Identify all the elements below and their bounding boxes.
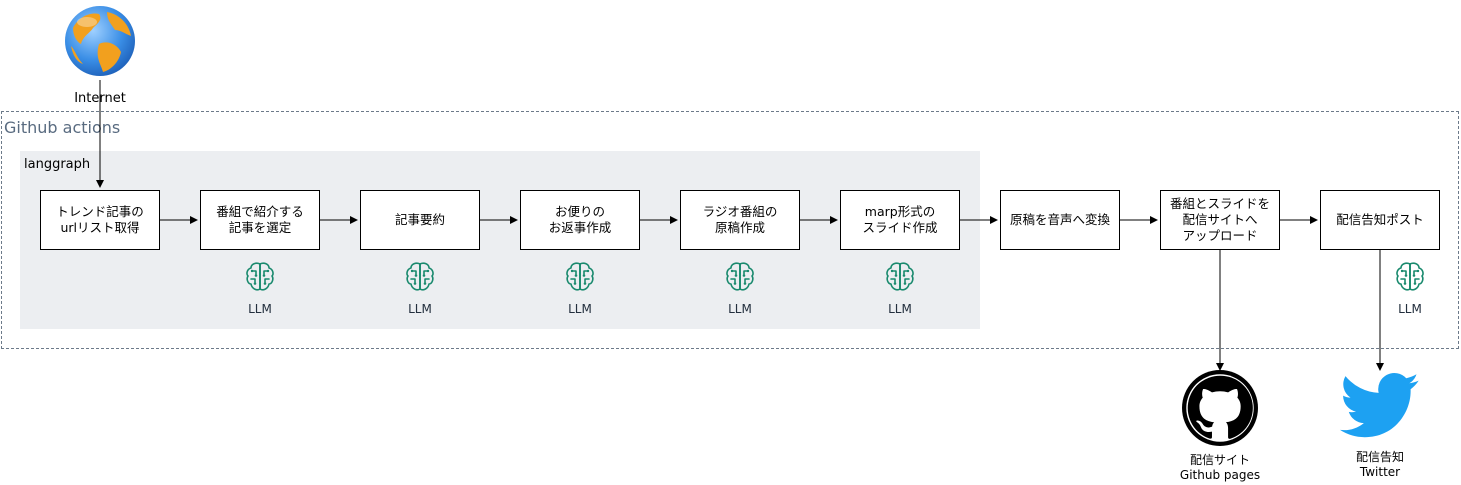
github-caption: 配信サイト Github pages bbox=[1160, 453, 1280, 483]
llm-label: LLM bbox=[248, 302, 272, 316]
github-caption-line2: Github pages bbox=[1179, 468, 1261, 482]
step-upload: 番組とスライドを 配信サイトへ アップロード bbox=[1160, 190, 1280, 250]
brain-chip-icon bbox=[726, 262, 754, 291]
github-actions-label: Github actions bbox=[4, 118, 121, 137]
github-actions-container bbox=[1, 111, 1459, 349]
step-announce-post: 配信告知ポスト bbox=[1320, 190, 1440, 250]
twitter-caption: 配信告知 Twitter bbox=[1320, 450, 1440, 480]
langgraph-container bbox=[20, 151, 980, 329]
step-radio-script: ラジオ番組の 原稿作成 bbox=[680, 190, 800, 250]
github-caption-line1: 配信サイト bbox=[1189, 453, 1250, 467]
step-trend-url-list: トレンド記事の urlリスト取得 bbox=[40, 190, 160, 250]
llm-label: LLM bbox=[728, 302, 752, 316]
internet-label: Internet bbox=[74, 91, 126, 106]
llm-label: LLM bbox=[1398, 302, 1422, 316]
twitter-icon bbox=[1340, 373, 1419, 438]
brain-chip-icon bbox=[1396, 262, 1424, 291]
llm-label: LLM bbox=[568, 302, 592, 316]
twitter-caption-line1: 配信告知 bbox=[1355, 450, 1404, 464]
step-select-articles: 番組で紹介する 記事を選定 bbox=[200, 190, 320, 250]
globe-icon bbox=[65, 6, 135, 76]
brain-chip-icon bbox=[246, 262, 274, 291]
step-summarize: 記事要約 bbox=[360, 190, 480, 250]
step-text-to-speech: 原稿を音声へ変換 bbox=[1000, 190, 1120, 250]
step-letter-reply: お便りの お返事作成 bbox=[520, 190, 640, 250]
brain-chip-icon bbox=[886, 262, 914, 291]
github-icon bbox=[1182, 370, 1258, 446]
langgraph-label: langgraph bbox=[24, 157, 91, 172]
llm-label: LLM bbox=[408, 302, 432, 316]
twitter-caption-line2: Twitter bbox=[1359, 465, 1401, 479]
llm-label: LLM bbox=[888, 302, 912, 316]
brain-chip-icon bbox=[406, 262, 434, 291]
brain-chip-icon bbox=[566, 262, 594, 291]
step-marp-slides: marp形式の スライド作成 bbox=[840, 190, 960, 250]
